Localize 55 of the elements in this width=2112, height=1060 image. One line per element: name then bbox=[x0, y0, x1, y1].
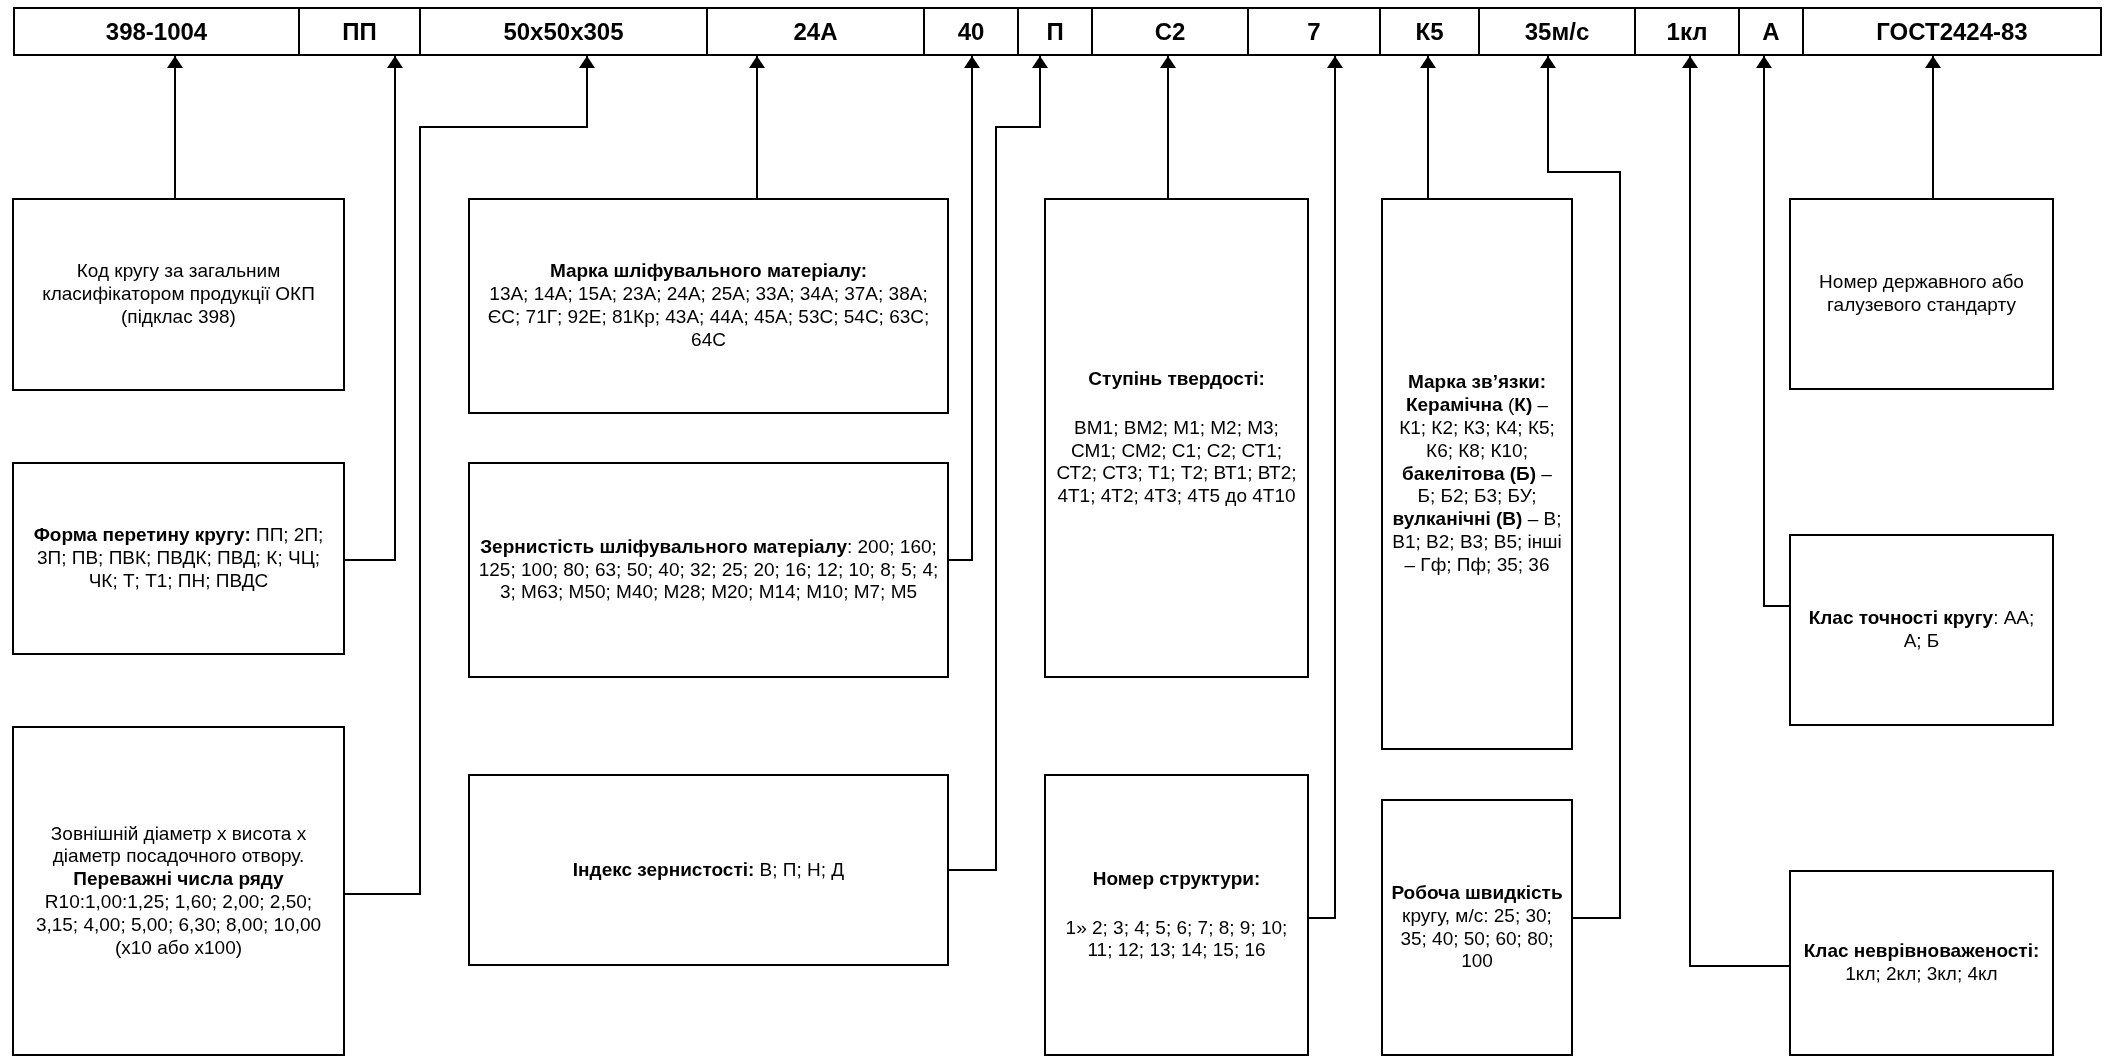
description-box bbox=[12, 726, 345, 1056]
arrow bbox=[167, 55, 183, 199]
code-cell: 40 bbox=[923, 7, 1019, 56]
arrow bbox=[344, 55, 595, 895]
description-box bbox=[468, 198, 949, 414]
arrow bbox=[948, 55, 980, 561]
arrow bbox=[1420, 55, 1436, 199]
description-box bbox=[1044, 198, 1309, 678]
box-text: Клас точності кругу: АА; А; Б bbox=[1807, 607, 2036, 653]
arrow bbox=[344, 55, 403, 561]
code-cell: 1кл bbox=[1634, 7, 1740, 56]
box-text: Зовнішній діаметр х висота х діаметр посадочного отвору. Переважні числа ряду R10:1,00:1,25; 1,60; 2,00; 2,50; 3,15; 4,00; 5,00; 6,30; 8,00; 10,00 (х10 або х100) bbox=[34, 822, 323, 960]
arrow bbox=[1308, 55, 1343, 919]
arrow bbox=[749, 55, 765, 199]
box-text: Зернистість шліфувального матеріалу: 200; 160; 125; 100; 80; 63; 50; 40; 32; 25; 20; 16; 12; 10; 8; 5; 4; 3; М63; М50; М40; М28; М20; М14; М10; М7; М5 bbox=[478, 535, 939, 605]
arrow bbox=[1160, 55, 1176, 199]
description-box bbox=[1044, 774, 1309, 1056]
arrow bbox=[1682, 55, 1790, 967]
box-heading: Марка шліфувального матеріалу: bbox=[549, 260, 868, 284]
box-text: Номер державного або галузевого стандарту bbox=[1818, 271, 2025, 317]
box-text: Форма перетину кругу: ПП; 2П; 3П; ПВ; ПВК; ПВДК; ПВД; К; ЧЦ; ЧК; Т; Т1; ПН; ПВДС bbox=[32, 524, 325, 593]
box-heading: Ступінь твердості: bbox=[1088, 368, 1265, 391]
arrow bbox=[1540, 55, 1621, 919]
code-cell: П bbox=[1017, 7, 1093, 56]
code-cell: С2 bbox=[1091, 7, 1249, 56]
code-cell: 7 bbox=[1247, 7, 1381, 56]
box-text: 13А; 14А; 15А; 23А; 24А; 25А; 33А; 34А; 37А; 38А; ЄС; 71Г; 92Е; 81Кр; 43А; 44А; 45А; 53С; 54С; 63С; 64С bbox=[486, 283, 931, 352]
arrow bbox=[1756, 55, 1790, 607]
code-cell: К5 bbox=[1379, 7, 1480, 56]
box-text: ВМ1; ВМ2; М1; М2; М3; СМ1; СМ2; С1; С2; СТ1; СТ2; СТ3; Т1; Т2; ВТ1; ВТ2; 4Т1; 4Т2; 4Т3; 4Т5 до 4Т10 bbox=[1055, 416, 1298, 508]
box-text: Індекс зернистості: В; П; Н; Д bbox=[572, 858, 845, 882]
box-text: Клас неврівноваженості: 1кл; 2кл; 3кл; 4кл bbox=[1802, 940, 2041, 986]
description-box bbox=[468, 774, 949, 966]
description-box bbox=[1789, 198, 2054, 390]
description-box bbox=[12, 462, 345, 655]
description-box bbox=[1789, 534, 2054, 726]
arrow bbox=[1925, 55, 1941, 199]
arrow bbox=[948, 55, 1048, 871]
code-cell: ГОСТ2424-83 bbox=[1802, 7, 2102, 56]
code-cell: 50х50х305 bbox=[419, 7, 708, 56]
box-text: Робоча швидкість кругу, м/с: 25; 30; 35; 40; 50; 60; 80; 100 bbox=[1391, 881, 1563, 974]
description-box bbox=[1381, 198, 1573, 750]
code-cell: 398-1004 bbox=[13, 7, 300, 56]
description-box bbox=[468, 462, 949, 678]
code-cell: 24А bbox=[706, 7, 925, 56]
code-cell: А bbox=[1738, 7, 1804, 56]
box-text: 1» 2; 3; 4; 5; 6; 7; 8; 9; 10; 11; 12; 13; 14; 15; 16 bbox=[1064, 916, 1289, 963]
box-heading: Номер структури: bbox=[1092, 867, 1261, 891]
box-text: Марка зв’язки: Керамічна (К) – К1; К2; К3; К4; К5; К6; К8; К10; бакелітова (Б) – Б; Б2; Б3; БУ; вулканічні (В) – В; В1; В2; В3; В5; інші – Гф; Пф; 35; 36 bbox=[1391, 371, 1563, 577]
code-cell: ПП bbox=[298, 7, 421, 56]
code-cell: 35м/с bbox=[1478, 7, 1636, 56]
description-box bbox=[1381, 799, 1573, 1056]
description-box bbox=[1789, 870, 2054, 1056]
description-box bbox=[12, 198, 345, 391]
box-text: Код кругу за загальним класифікатором продукції ОКП (підклас 398) bbox=[41, 260, 316, 329]
